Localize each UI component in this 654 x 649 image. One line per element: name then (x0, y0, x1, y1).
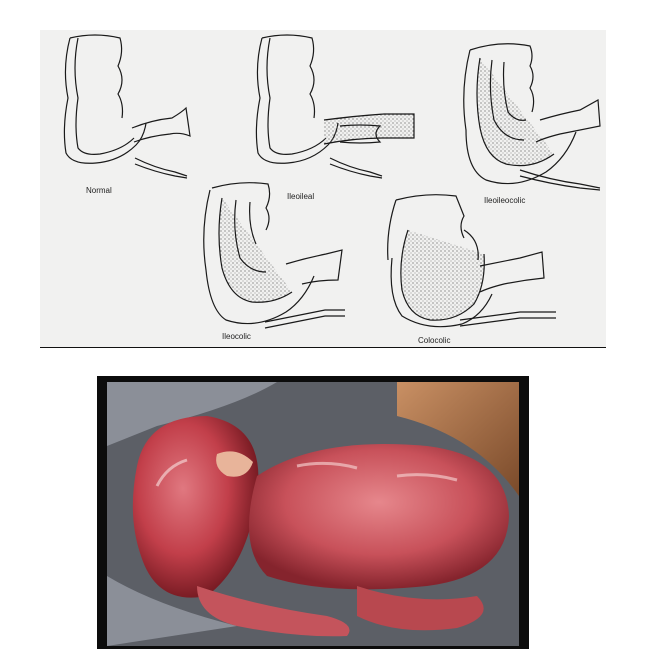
diagram-ileoileocolic (463, 43, 601, 191)
drape-lower (107, 576, 237, 646)
diagram-ileoileal (255, 34, 415, 179)
intussusception-diagrams (63, 34, 601, 329)
panel-divider (40, 347, 606, 348)
surgical-drape (107, 382, 277, 446)
highlight-1 (296, 461, 358, 470)
ileum-loop (197, 586, 350, 637)
colon-segment (249, 444, 509, 590)
intraoperative-photo-illustration (107, 382, 519, 646)
diagram-ileocolic (203, 182, 345, 329)
diagram-colocolic (387, 194, 556, 328)
highlight-3 (155, 458, 188, 487)
label-ileoileocolic: Ileoileocolic (484, 196, 526, 205)
label-ileocolic: Ileocolic (222, 332, 251, 341)
skin-region (397, 382, 519, 496)
label-colocolic: Colocolic (418, 336, 451, 345)
intussusception-diagram-panel: Normal Ileoileal Ileoileocolic Ileocolic… (40, 30, 606, 348)
small-bowel-loops (357, 586, 484, 631)
highlight-2 (396, 473, 458, 482)
label-ileoileal: Ileoileal (287, 192, 315, 201)
intussusceptum-tip (216, 451, 253, 477)
label-normal: Normal (86, 186, 112, 195)
diagram-normal (63, 34, 191, 179)
intraoperative-photo (97, 376, 529, 649)
